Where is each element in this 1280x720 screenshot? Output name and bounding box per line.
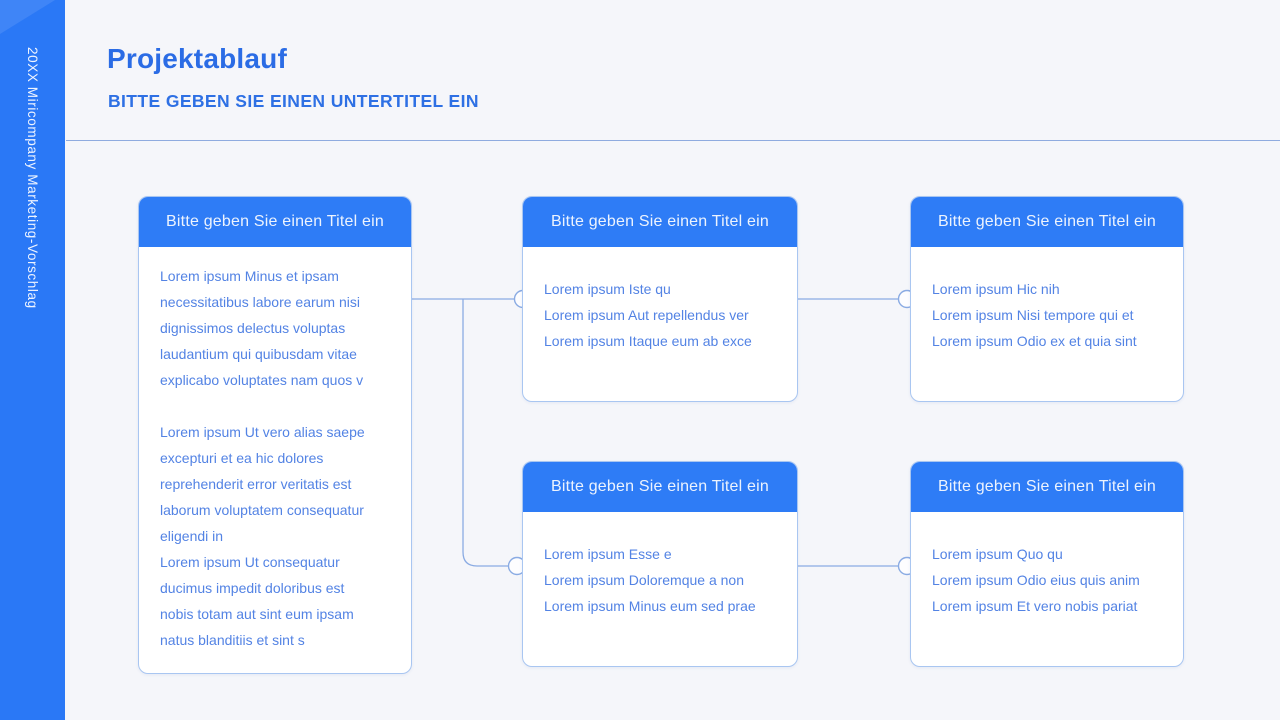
text-line: Lorem ipsum Aut repellendus ver	[544, 307, 749, 323]
text-line: Lorem ipsum Et vero nobis pariat	[932, 598, 1138, 614]
text-line: eligendi in	[160, 528, 224, 544]
flow-card-4[interactable]: Bitte geben Sie einen Titel ein Lorem ip…	[522, 461, 798, 667]
flow-card-1[interactable]: Bitte geben Sie einen Titel ein Lorem ip…	[138, 196, 412, 674]
text-line: explicabo voluptates nam quos v	[160, 372, 364, 388]
flow-card-5[interactable]: Bitte geben Sie einen Titel ein Lorem ip…	[910, 461, 1184, 667]
text-line: Lorem ipsum Quo qu	[932, 546, 1063, 562]
text-line: laudantium qui quibusdam vitae	[160, 346, 357, 362]
flow-card-3-title-placeholder[interactable]: Bitte geben Sie einen Titel ein	[911, 197, 1183, 247]
text-line: Lorem ipsum Ut consequatur	[160, 554, 340, 570]
sidebar-diagonal-decor	[0, 0, 55, 34]
flow-card-5-title-placeholder[interactable]: Bitte geben Sie einen Titel ein	[911, 462, 1183, 512]
flow-card-4-body[interactable]: Lorem ipsum Esse e Lorem ipsum Doloremqu…	[523, 512, 797, 619]
flow-card-2[interactable]: Bitte geben Sie einen Titel ein Lorem ip…	[522, 196, 798, 402]
page-subtitle-placeholder[interactable]: BITTE GEBEN SIE EINEN UNTERTITEL EIN	[108, 91, 479, 111]
text-line: Lorem ipsum Odio eius quis anim	[932, 572, 1140, 588]
text-line: nobis totam aut sint eum ipsam	[160, 606, 354, 622]
flow-card-2-title-placeholder[interactable]: Bitte geben Sie einen Titel ein	[523, 197, 797, 247]
header-divider	[66, 140, 1280, 141]
text-line: Lorem ipsum Hic nih	[932, 281, 1060, 297]
flow-card-4-title-placeholder[interactable]: Bitte geben Sie einen Titel ein	[523, 462, 797, 512]
text-line: natus blanditiis et sint s	[160, 632, 305, 648]
connector-card1-card4	[462, 299, 508, 567]
text-line: Lorem ipsum Ut vero alias saepe	[160, 424, 365, 440]
text-line: Lorem ipsum Minus et ipsam	[160, 268, 339, 284]
page-title[interactable]: Projektablauf	[107, 43, 287, 74]
flow-card-5-body[interactable]: Lorem ipsum Quo qu Lorem ipsum Odio eius…	[911, 512, 1183, 619]
flow-card-1-paragraph-1: Lorem ipsum Minus et ipsam necessitatibu…	[160, 263, 399, 393]
text-line: necessitatibus labore earum nisi	[160, 294, 360, 310]
text-line: Lorem ipsum Doloremque a non	[544, 572, 744, 588]
text-line: dignissimos delectus voluptas	[160, 320, 346, 336]
text-line: Lorem ipsum Itaque eum ab exce	[544, 333, 752, 349]
text-line: Lorem ipsum Minus eum sed prae	[544, 598, 756, 614]
text-line: laborum voluptatem consequatur	[160, 502, 364, 518]
sidebar: 20XX Miricompany Marketing-Vorschlag	[0, 0, 65, 720]
text-line: Lorem ipsum Iste qu	[544, 281, 671, 297]
text-line: Lorem ipsum Odio ex et quia sint	[932, 333, 1137, 349]
text-line: excepturi et ea hic dolores	[160, 450, 324, 466]
flow-card-3[interactable]: Bitte geben Sie einen Titel ein Lorem ip…	[910, 196, 1184, 402]
text-line: reprehenderit error veritatis est	[160, 476, 352, 492]
text-line: Lorem ipsum Esse e	[544, 546, 672, 562]
flow-card-2-body[interactable]: Lorem ipsum Iste qu Lorem ipsum Aut repe…	[523, 247, 797, 354]
text-line: Lorem ipsum Nisi tempore qui et	[932, 307, 1134, 323]
flow-card-1-paragraph-3: Lorem ipsum Ut consequatur ducimus imped…	[160, 549, 399, 653]
paragraph-gap	[160, 393, 399, 419]
flow-card-1-body[interactable]: Lorem ipsum Minus et ipsam necessitatibu…	[139, 247, 411, 653]
flow-card-1-title-placeholder[interactable]: Bitte geben Sie einen Titel ein	[139, 197, 411, 247]
sidebar-vertical-label: 20XX Miricompany Marketing-Vorschlag	[25, 47, 40, 309]
flow-card-1-paragraph-2: Lorem ipsum Ut vero alias saepe exceptur…	[160, 419, 399, 549]
text-line: ducimus impedit doloribus est	[160, 580, 345, 596]
flow-card-3-body[interactable]: Lorem ipsum Hic nih Lorem ipsum Nisi tem…	[911, 247, 1183, 354]
